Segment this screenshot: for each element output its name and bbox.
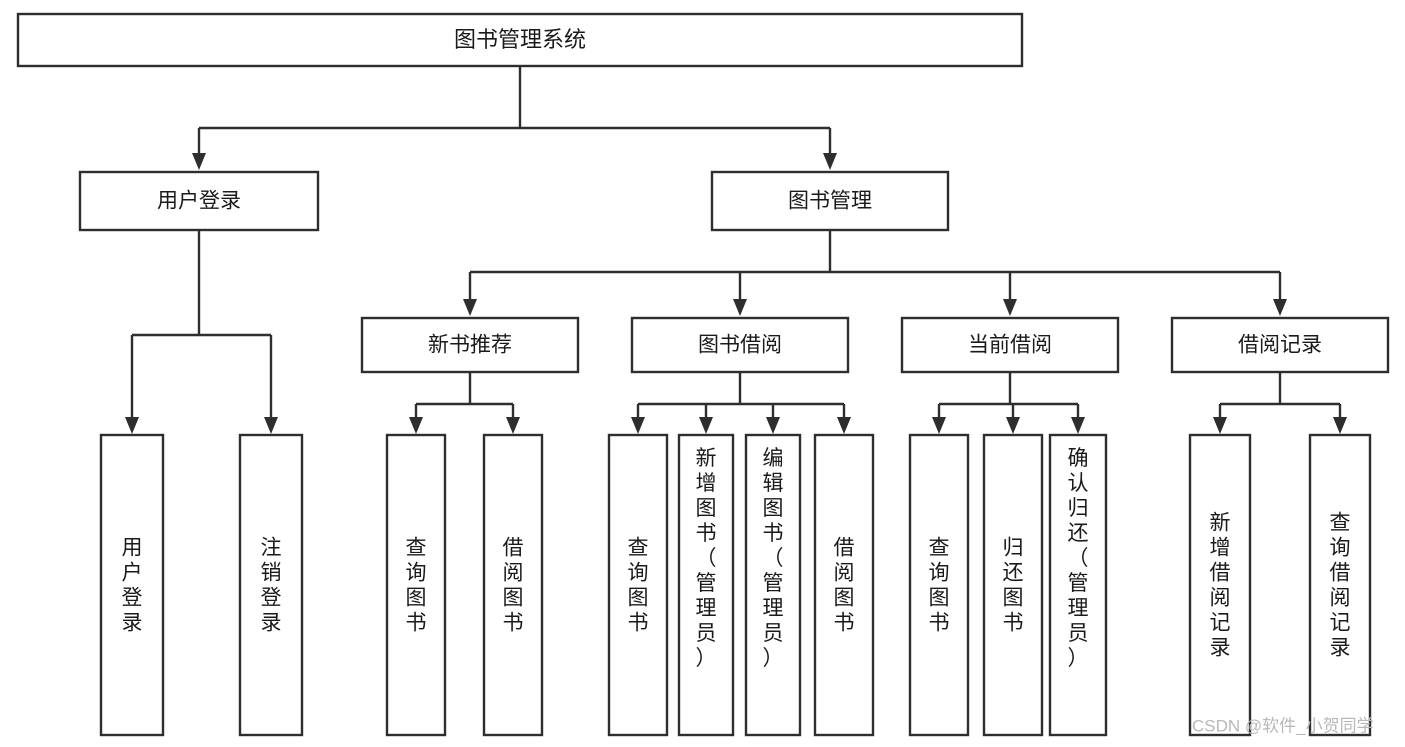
node-leaf-query-book-1[interactable]: 查询图书 xyxy=(385,433,447,737)
node-box-leaf-borrow-book-1 xyxy=(482,433,544,737)
arrow-head-arrow-leaf-b xyxy=(264,417,278,434)
node-book-borrow[interactable]: 图书借阅 xyxy=(630,316,850,374)
node-box-leaf-edit-book-admin xyxy=(744,433,802,737)
node-label-leaf-borrow-book-1: 借阅图书 xyxy=(503,537,524,635)
arrow-head-arrow-log-b xyxy=(1333,417,1347,434)
node-box-leaf-user-login xyxy=(99,433,165,737)
node-book-management[interactable]: 图书管理 xyxy=(710,170,950,232)
node-box-leaf-confirm-return-admin xyxy=(1048,433,1108,737)
node-label-leaf-query-book-1: 查询图书 xyxy=(406,537,427,635)
node-leaf-add-borrow-record[interactable]: 新增借阅记录 xyxy=(1188,433,1252,737)
arrow-head-arrow-cur-c xyxy=(1071,417,1085,434)
arrow-head-arrow-bor-c xyxy=(766,417,780,434)
arrow-head-arrow-log-a xyxy=(1213,417,1227,434)
node-box-book-management xyxy=(710,170,950,232)
arrow-head-arrow-user-login xyxy=(192,153,206,170)
node-label-book-borrow: 图书借阅 xyxy=(698,334,782,357)
node-root[interactable]: 图书管理系统 xyxy=(16,12,1024,68)
node-box-leaf-user-logout xyxy=(238,433,304,737)
node-box-new-book-recommend xyxy=(360,316,580,374)
node-box-leaf-borrow-book-2 xyxy=(813,433,875,737)
node-box-leaf-add-borrow-record xyxy=(1188,433,1252,737)
arrow-head-arrow-bor-d xyxy=(837,417,851,434)
node-leaf-user-login[interactable]: 用户登录 xyxy=(99,433,165,737)
node-box-root xyxy=(16,12,1024,68)
arrow-head-arrow-leaf-a xyxy=(125,417,139,434)
node-borrow-record[interactable]: 借阅记录 xyxy=(1170,316,1390,374)
node-box-book-borrow xyxy=(630,316,850,374)
node-box-leaf-query-book-2 xyxy=(607,433,669,737)
node-box-leaf-return-book xyxy=(982,433,1044,737)
node-box-leaf-query-book-3 xyxy=(908,433,970,737)
node-label-leaf-user-logout: 注销登录 xyxy=(261,537,282,635)
node-leaf-edit-book-admin[interactable]: 编辑图书（管理员） xyxy=(744,433,802,737)
node-box-leaf-add-book-admin xyxy=(677,433,735,737)
node-label-user-login: 用户登录 xyxy=(157,190,241,213)
arrow-head-arrow-book-mgmt xyxy=(823,153,837,170)
arrow-head-arrow-cur-a xyxy=(932,417,946,434)
node-leaf-borrow-book-1[interactable]: 借阅图书 xyxy=(482,433,544,737)
node-box-current-borrow xyxy=(900,316,1120,374)
arrow-head-arrow-bor-a xyxy=(631,417,645,434)
node-label-leaf-borrow-book-2: 借阅图书 xyxy=(834,537,855,635)
node-label-book-management: 图书管理 xyxy=(788,190,872,213)
node-leaf-query-borrow-record[interactable]: 查询借阅记录 xyxy=(1308,433,1372,737)
node-label-current-borrow: 当前借阅 xyxy=(968,334,1052,357)
node-label-leaf-confirm-return-admin: 确认归还（管理员） xyxy=(1068,447,1089,670)
arrow-heads-layer xyxy=(125,153,1347,434)
node-label-new-book-recommend: 新书推荐 xyxy=(428,334,512,357)
node-leaf-return-book[interactable]: 归还图书 xyxy=(982,433,1044,737)
node-current-borrow[interactable]: 当前借阅 xyxy=(900,316,1120,374)
arrow-head-arrow-bor-b xyxy=(699,417,713,434)
node-new-book-recommend[interactable]: 新书推荐 xyxy=(360,316,580,374)
node-leaf-user-logout[interactable]: 注销登录 xyxy=(238,433,304,737)
arrow-head-arrow-borrow xyxy=(733,299,747,316)
node-label-leaf-edit-book-admin: 编辑图书（管理员） xyxy=(763,447,784,670)
node-box-leaf-query-borrow-record xyxy=(1308,433,1372,737)
csdn-watermark: CSDN @软件_小贺同学 xyxy=(1192,716,1374,735)
node-label-leaf-add-book-admin: 新增图书（管理员） xyxy=(696,447,717,670)
node-box-user-login xyxy=(78,170,320,232)
node-leaf-query-book-3[interactable]: 查询图书 xyxy=(908,433,970,737)
node-label-borrow-record: 借阅记录 xyxy=(1238,334,1322,357)
node-label-leaf-query-borrow-record: 查询借阅记录 xyxy=(1330,512,1351,660)
node-box-leaf-query-book-1 xyxy=(385,433,447,737)
node-leaf-add-book-admin[interactable]: 新增图书（管理员） xyxy=(677,433,735,737)
node-label-leaf-query-book-2: 查询图书 xyxy=(628,537,649,635)
node-box-borrow-record xyxy=(1170,316,1390,374)
node-label-leaf-query-book-3: 查询图书 xyxy=(929,537,950,635)
node-label-leaf-return-book: 归还图书 xyxy=(1003,537,1024,635)
arrow-head-arrow-record xyxy=(1273,299,1287,316)
nodes-layer: 图书管理系统用户登录图书管理新书推荐图书借阅当前借阅借阅记录用户登录注销登录查询… xyxy=(16,12,1390,737)
arrow-head-arrow-rec-b xyxy=(506,417,520,434)
node-label-root: 图书管理系统 xyxy=(454,27,586,52)
arrow-head-arrow-cur-b xyxy=(1006,417,1020,434)
node-label-leaf-user-login: 用户登录 xyxy=(122,537,143,635)
node-user-login[interactable]: 用户登录 xyxy=(78,170,320,232)
node-leaf-query-book-2[interactable]: 查询图书 xyxy=(607,433,669,737)
node-label-leaf-add-borrow-record: 新增借阅记录 xyxy=(1210,512,1231,660)
arrow-head-arrow-new-book xyxy=(463,299,477,316)
arrow-head-arrow-current xyxy=(1003,299,1017,316)
arrow-head-arrow-rec-a xyxy=(409,417,423,434)
node-leaf-borrow-book-2[interactable]: 借阅图书 xyxy=(813,433,875,737)
node-leaf-confirm-return-admin[interactable]: 确认归还（管理员） xyxy=(1048,433,1108,737)
